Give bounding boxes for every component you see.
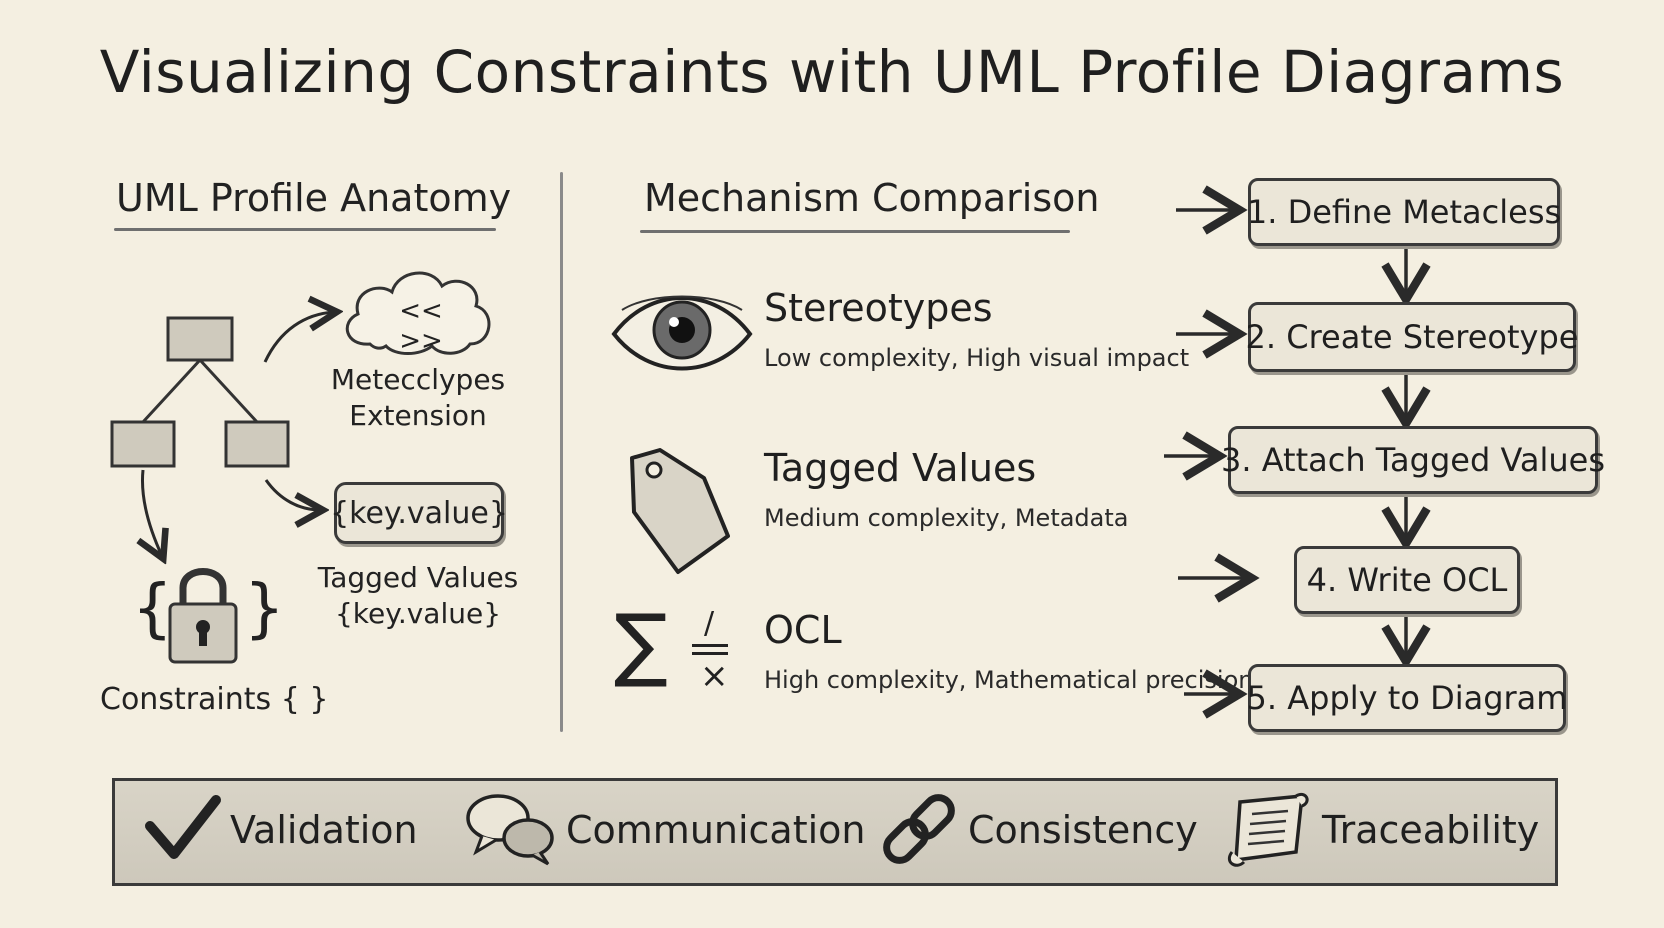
right-brace: } [244,572,285,646]
tag-icon [630,448,730,574]
child-class-box-right [224,420,290,468]
benefit-traceability: Traceability [1322,808,1540,852]
speech-bubbles-icon [466,794,554,866]
constraint-arrow [142,469,162,556]
mechanism-name-tagged-values: Tagged Values [764,446,1037,490]
chain-link-icon [883,794,955,864]
metaclass-label-line2: Extension [349,399,487,432]
mechanism-desc-stereotypes: Low complexity, High visual impact [764,344,1190,372]
step-5: 5. Apply to Diagram [1247,664,1567,732]
fraction-icon: / × [690,604,732,696]
mechanism-name-stereotypes: Stereotypes [764,286,993,330]
tagged-arrow [264,479,320,510]
tagged-label-line1: Tagged Values [317,561,519,594]
tagged-label-line2: {key.value} [334,597,502,630]
mechanism-desc-ocl: High complexity, Mathematical precision [764,666,1254,694]
step-1: 1. Define Metacless [1247,178,1561,246]
benefits-banner [112,778,1558,886]
sigma-icon: ∑ [614,597,668,690]
eye-icon [611,295,753,371]
child-class-box-left [110,420,176,468]
left-brace: { [132,572,173,646]
metaclass-label: Metecclypes Extension [320,362,516,434]
comparison-heading: Mechanism Comparison [644,176,1100,220]
section-divider [560,172,563,732]
padlock-icon [168,568,238,664]
mechanism-desc-tagged-values: Medium complexity, Metadata [764,504,1129,532]
benefit-communication: Communication [566,808,866,852]
constraints-label: Constraints { } [100,682,329,717]
key-value-box: {key.value} [330,482,508,544]
cloud-label: << >> [399,296,443,356]
scroll-icon [1227,792,1309,867]
extension-arrow [263,312,334,363]
parent-class-box [166,316,234,362]
stereotype-cloud-icon [345,271,491,355]
metaclass-label-line1: Metecclypes [330,363,506,396]
checkmark-icon [145,795,221,859]
benefit-consistency: Consistency [968,808,1198,852]
step-2: 2. Create Stereotype [1246,302,1578,372]
mechanism-name-ocl: OCL [764,608,842,652]
step-4: 4. Write OCL [1294,546,1520,614]
step-3: 3. Attach Tagged Values [1221,426,1605,494]
benefit-validation: Validation [230,808,418,852]
anatomy-heading-underline [114,228,496,231]
comparison-heading-underline [640,230,1070,233]
tagged-values-label: Tagged Values {key.value} [306,560,530,632]
page-title: Visualizing Constraints with UML Profile… [99,38,1565,106]
anatomy-heading: UML Profile Anatomy [116,176,512,220]
